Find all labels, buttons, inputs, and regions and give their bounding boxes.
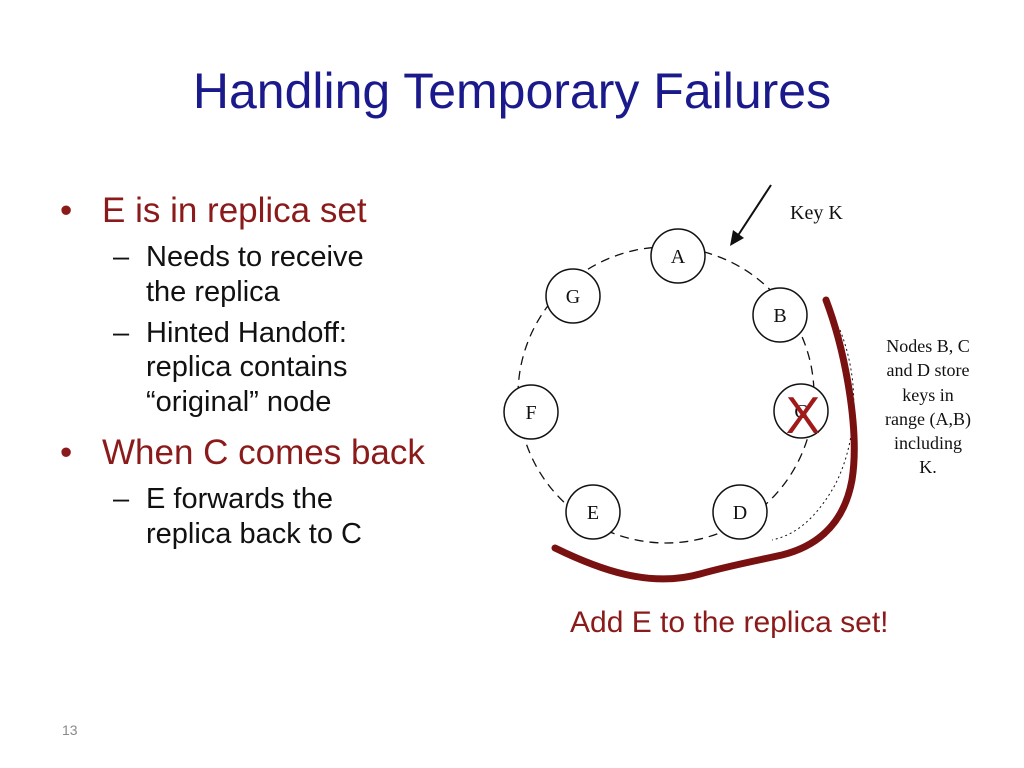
node-c: C bbox=[773, 383, 829, 439]
node-label: E bbox=[587, 502, 599, 524]
sub-bullet-line: the replica bbox=[146, 275, 280, 308]
bullet-dot-icon: • bbox=[60, 432, 73, 472]
sub-bullet-item: – Needs to receive the replica bbox=[60, 240, 500, 310]
sub-bullet-line: replica back to C bbox=[146, 517, 362, 550]
sub-bullet-line: replica contains bbox=[146, 351, 348, 384]
node-a: A bbox=[650, 228, 706, 284]
node-label: F bbox=[525, 402, 536, 424]
key-arrow-line bbox=[736, 184, 772, 238]
bullet-dot-icon: • bbox=[60, 191, 73, 230]
note-line: including bbox=[894, 433, 962, 454]
sub-bullet-line: Hinted Handoff: bbox=[146, 316, 347, 349]
sub-bullet-line: Needs to receive bbox=[146, 241, 364, 273]
node-label: D bbox=[733, 502, 747, 524]
node-d: D bbox=[712, 484, 768, 540]
dotted-range-arc bbox=[771, 329, 855, 541]
bullet-list: • E is in replica set – Needs to receive… bbox=[60, 190, 500, 558]
sub-bullet-item: – Hinted Handoff: replica contains “orig… bbox=[60, 316, 500, 420]
bullet-text: E is in replica set bbox=[102, 191, 367, 230]
node-label: A bbox=[671, 246, 686, 268]
diagram-caption: Add E to the replica set! bbox=[570, 606, 889, 639]
dash-icon: – bbox=[113, 316, 130, 349]
note-line: range (A,B) bbox=[885, 408, 971, 429]
bullet-item: • When C comes back bbox=[60, 432, 500, 474]
node-label: C bbox=[794, 401, 807, 423]
key-arrow-head-icon bbox=[730, 230, 744, 246]
note-line: Nodes B, C bbox=[886, 336, 970, 356]
node-b: B bbox=[752, 287, 808, 343]
page-number: 13 bbox=[62, 722, 78, 738]
replica-range-curve bbox=[551, 296, 858, 583]
node-f: F bbox=[503, 384, 559, 440]
dash-icon: – bbox=[113, 482, 130, 515]
sub-bullet-item: – E forwards the replica back to C bbox=[60, 482, 500, 552]
node-e: E bbox=[565, 484, 621, 540]
dash-icon: – bbox=[113, 241, 130, 273]
bullet-text: When C comes back bbox=[102, 432, 425, 472]
failure-x-icon: X bbox=[786, 387, 821, 445]
note-line: K. bbox=[919, 457, 937, 478]
note-line: keys in bbox=[902, 384, 954, 405]
replica-note: Nodes B, C and D store keys in range (A,… bbox=[868, 334, 988, 480]
bullet-item: • E is in replica set bbox=[60, 190, 500, 232]
node-label: G bbox=[566, 286, 580, 308]
sub-bullet-line: E forwards the bbox=[146, 482, 333, 515]
key-label: Key K bbox=[790, 202, 843, 224]
node-g: G bbox=[545, 268, 601, 324]
note-line: and D store bbox=[886, 360, 970, 381]
node-label: B bbox=[773, 305, 786, 327]
slide-title: Handling Temporary Failures bbox=[192, 63, 832, 119]
sub-bullet-line: “original” node bbox=[146, 386, 332, 419]
